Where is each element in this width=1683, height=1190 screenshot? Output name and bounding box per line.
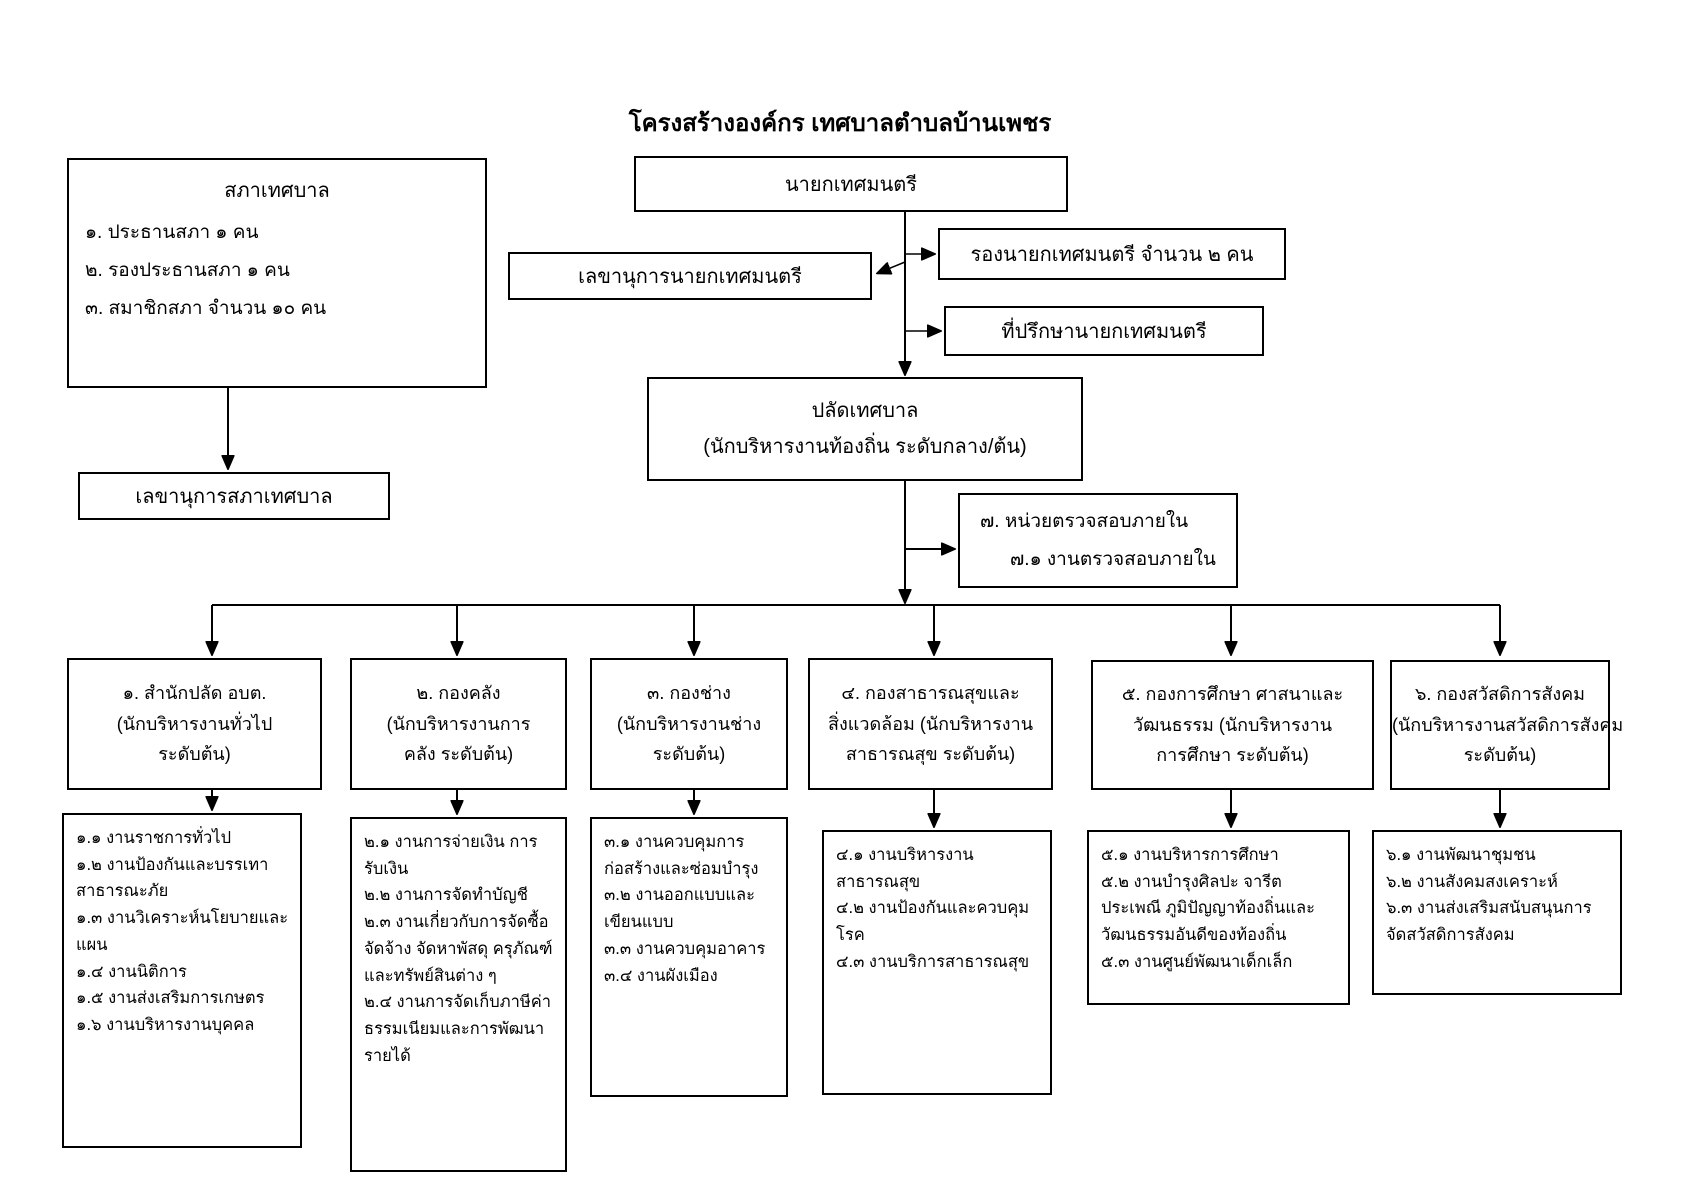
dept-2-header-lines: ๒. กองคลัง (นักบริหารงานการคลัง ระดับต้น) [352,678,565,770]
dept-2-task-list: ๒.๑ งานการจ่ายเงิน การรับเงิน๒.๒ งานการจ… [364,829,555,1069]
box-dept-5-tasks: ๕.๑ งานบริหารการศึกษา๕.๒ งานบำรุงศิลปะ จ… [1087,830,1350,1005]
list-item: (นักบริหารงานการ [386,713,531,734]
box-internal-audit: ๗. หน่วยตรวจสอบภายใน๗.๑ งานตรวจสอบภายใน [958,493,1238,588]
mayor-label: นายกเทศมนตรี [784,174,918,196]
list-item: ระดับต้น) [1463,745,1537,766]
dept-1-task-list: ๑.๑ งานราชการทั่วไป๑.๒ งานป้องกันและบรรเ… [76,825,290,1039]
council-secretary-label: เลขานุการสภาเทศบาล [135,486,333,508]
box-dept-1-header: ๑. สำนักปลัด อบต. (นักบริหารงานทั่วไประดั… [67,658,322,790]
box-dept-2-header: ๒. กองคลัง (นักบริหารงานการคลัง ระดับต้น) [350,658,567,790]
box-dept-4-tasks: ๔.๑ งานบริหารงานสาธารณสุข๔.๒ งานป้องกันแ… [822,830,1052,1095]
list-item: ๔.๒ งานป้องกันและควบคุมโรค [836,899,1030,945]
list-item: ๗.๑ งานตรวจสอบภายใน [1010,548,1216,570]
deputy-mayor-label: รองนายกเทศมนตรี จำนวน ๒ คน [970,244,1254,266]
list-item: ๒.๑ งานการจ่ายเงิน การรับเงิน [364,833,538,878]
list-item: ๒.๒ งานการจัดทำบัญชี [364,886,528,905]
box-dept-3-tasks: ๓.๑ งานควบคุมการก่อสร้างและซ่อมบำรุง๓.๒ … [590,817,788,1097]
page-title: โครงสร้างองค์กร เทศบาลตำบลบ้านเพชร [628,110,1052,137]
list-item: ๑.๑ งานราชการทั่วไป [76,829,232,847]
list-item: ๓.๒ งานออกแบบและเขียนแบบ [604,886,755,932]
box-deputy-mayor: รองนายกเทศมนตรี จำนวน ๒ คน [938,228,1286,280]
list-item: ๓.๑ งานควบคุมการก่อสร้างและซ่อมบำรุง [604,833,759,878]
list-item: ๖.๑ งานพัฒนาชุมชน [1386,846,1536,864]
box-mayor: นายกเทศมนตรี [634,156,1068,212]
list-item: ๑.๕ งานส่งเสริมการเกษตร [76,989,265,1008]
list-item: ๑.๒ งานป้องกันและบรรเทาสาธารณะภัย [76,855,269,901]
dept-5-header-lines: ๕. กองการศึกษา ศาสนาและวัฒนธรรม (นักบริห… [1093,679,1372,771]
list-item: ๕.๒ งานบำรุงศิลปะ จารีตประเพณี ภูมิปัญญา… [1101,872,1315,945]
box-dept-2-tasks: ๒.๑ งานการจ่ายเงิน การรับเงิน๒.๒ งานการจ… [350,817,567,1172]
list-item: (นักบริหารงานทั่วไป [116,713,273,734]
dept-6-task-list: ๖.๑ งานพัฒนาชุมชน๖.๒ งานสังคมสงเคราะห์๖.… [1386,842,1610,949]
internal-audit-lines: ๗. หน่วยตรวจสอบภายใน๗.๑ งานตรวจสอบภายใน [960,503,1236,579]
dept-4-task-list: ๔.๑ งานบริหารงานสาธารณสุข๔.๒ งานป้องกันแ… [836,842,1040,976]
box-dept-1-tasks: ๑.๑ งานราชการทั่วไป๑.๒ งานป้องกันและบรรเ… [62,813,302,1148]
list-item: (นักบริหารงานสวัสดิการสังคม [1392,714,1624,735]
list-item: ๔.๑ งานบริหารงานสาธารณสุข [836,846,974,891]
list-item: ระดับต้น) [652,744,726,765]
box-dept-5-header: ๕. กองการศึกษา ศาสนาและวัฒนธรรม (นักบริห… [1091,660,1374,790]
list-item: ๑.๖ งานบริหารงานบุคคล [76,1016,255,1035]
dept-4-header-lines: ๔. กองสาธารณสุขและสิ่งแวดล้อม (นักบริหาร… [810,678,1051,770]
box-mayor-secretary: เลขานุการนายกเทศมนตรี [508,252,872,300]
box-council-secretary: เลขานุการสภาเทศบาล [78,472,390,520]
clerk-lines: ปลัดเทศบาล (นักบริหารงานท้องถิ่น ระดับกลา… [649,393,1081,465]
dept-6-header-lines: ๖. กองสวัสดิการสังคม (นักบริหารงานสวัสดิก… [1392,679,1624,771]
list-item: ๗. หน่วยตรวจสอบภายใน [980,510,1189,532]
list-item: ๖. กองสวัสดิการสังคม [1414,684,1586,705]
dept-1-header-lines: ๑. สำนักปลัด อบต. (นักบริหารงานทั่วไประดั… [69,678,320,770]
list-item: ๑.๔ งานนิติการ [76,962,187,981]
mayor-advisor-label: ที่ปรึกษานายกเทศมนตรี [1001,321,1207,343]
box-municipal-clerk: ปลัดเทศบาล (นักบริหารงานท้องถิ่น ระดับกลา… [647,377,1083,481]
dept-3-task-list: ๓.๑ งานควบคุมการก่อสร้างและซ่อมบำรุง๓.๒ … [604,829,776,989]
dept-3-header-lines: ๓. กองช่าง (นักบริหารงานช่างระดับต้น) [592,678,786,770]
list-item: ๑. สำนักปลัด อบต. [122,683,267,704]
list-item: ๕.๓ งานศูนย์พัฒนาเด็กเล็ก [1101,952,1293,971]
list-item: ๖.๒ งานสังคมสงเคราะห์ [1386,872,1558,891]
list-item: ๕. กองการศึกษา ศาสนาและ [1121,684,1344,705]
list-item: สิ่งแวดล้อม (นักบริหารงาน [827,713,1033,734]
box-mayor-advisor: ที่ปรึกษานายกเทศมนตรี [944,306,1264,356]
box-dept-6-tasks: ๖.๑ งานพัฒนาชุมชน๖.๒ งานสังคมสงเคราะห์๖.… [1372,830,1622,995]
list-item: ๒.๓ งานเกี่ยวกับการจัดซื้อ จัดจ้าง จัดหา… [364,913,553,985]
mayor-secretary-label: เลขานุการนายกเทศมนตรี [578,266,802,288]
list-item: ๓.๓ งานควบคุมอาคาร [604,939,766,958]
list-item: ๓.๔ งานผังเมือง [604,966,718,985]
list-item: ๒. กองคลัง [416,683,501,704]
list-item: ระดับต้น) [158,744,231,765]
list-item: การศึกษา ระดับต้น) [1156,745,1309,766]
council-title: สภาเทศบาล [224,180,330,202]
list-item: ๑. ประธานสภา ๑ คน [85,222,259,243]
list-item: วัฒนธรรม (นักบริหารงาน [1133,714,1332,735]
list-item: ๒.๔ งานการจัดเก็บภาษีค่าธรรมเนียมและการพ… [364,993,552,1065]
list-item: ๖.๓ งานส่งเสริมสนับสนุนการจัดสวัสดิการสั… [1386,899,1592,945]
list-item: ๑.๓ งานวิเคราะห์นโยบายและแผน [76,909,289,954]
line-to-mayor-secretary [878,261,906,273]
box-dept-4-header: ๔. กองสาธารณสุขและสิ่งแวดล้อม (นักบริหาร… [808,658,1053,790]
list-item: สาธารณสุข ระดับต้น) [845,744,1016,765]
box-dept-6-header: ๖. กองสวัสดิการสังคม (นักบริหารงานสวัสดิก… [1390,660,1624,790]
box-dept-3-header: ๓. กองช่าง (นักบริหารงานช่างระดับต้น) [590,658,788,790]
list-item: ๒. รองประธานสภา ๑ คน [85,260,290,281]
list-item: คลัง ระดับต้น) [403,744,514,765]
list-item: ปลัดเทศบาล [811,400,919,422]
list-item: ๓. กองช่าง [647,683,731,704]
list-item: ๕.๑ งานบริหารการศึกษา [1101,846,1279,864]
list-item: (นักบริหารงานท้องถิ่น ระดับกลาง/ต้น) [703,436,1027,458]
list-item: ๔. กองสาธารณสุขและ [841,683,1020,704]
list-item: (นักบริหารงานช่าง [616,713,762,734]
list-item: ๔.๓ งานบริการสาธารณสุข [836,952,1030,971]
council-member-list: ๑. ประธานสภา ๑ คน๒. รองประธานสภา ๑ คน๓. … [69,214,485,328]
list-item: ๓. สมาชิกสภา จำนวน ๑๐ คน [85,298,327,319]
box-municipal-council: สภาเทศบาล ๑. ประธานสภา ๑ คน๒. รองประธานส… [67,158,487,388]
dept-5-task-list: ๕.๑ งานบริหารการศึกษา๕.๒ งานบำรุงศิลปะ จ… [1101,842,1338,976]
